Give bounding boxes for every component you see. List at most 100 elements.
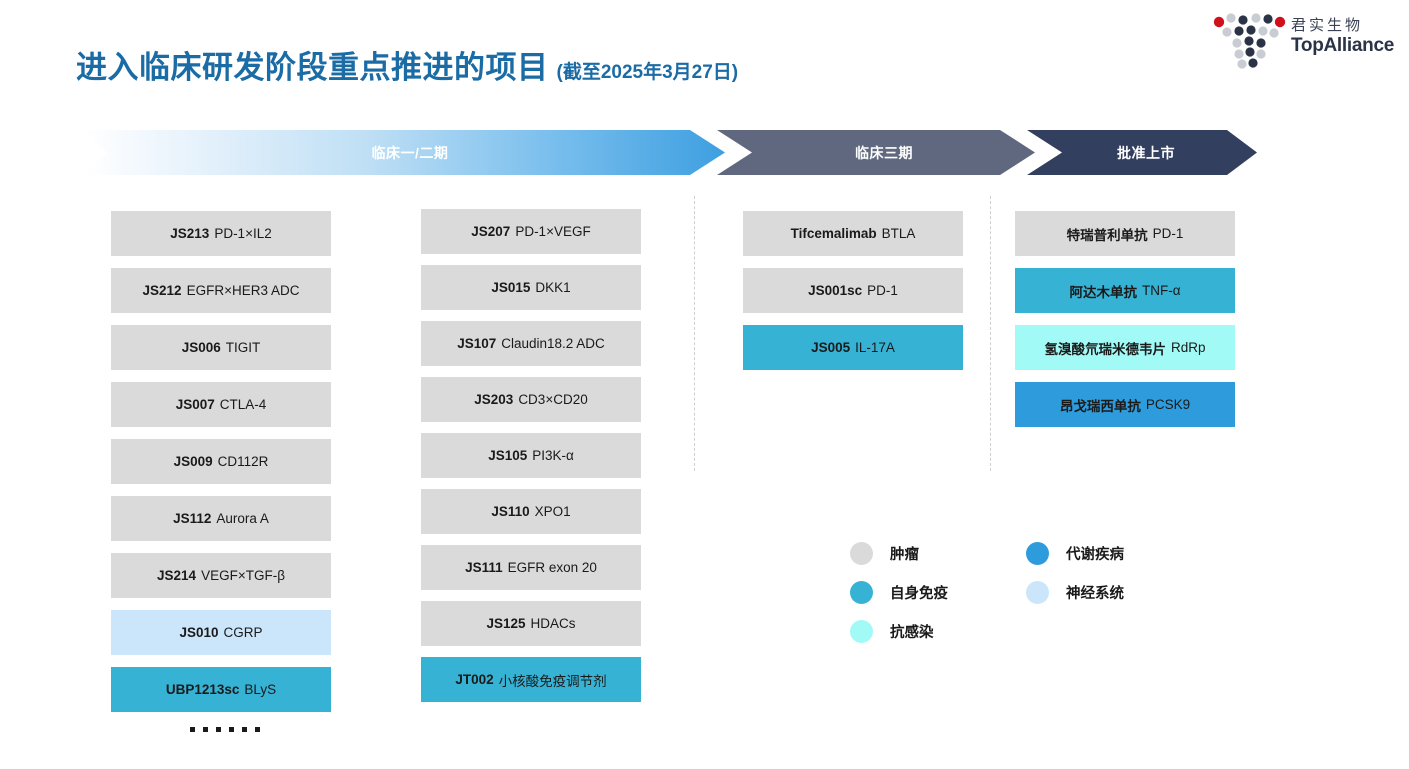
pipeline-card-target: DKK1 [535, 280, 571, 295]
legend-swatch-tumor [850, 542, 873, 565]
pipeline-card-code: JS207 [471, 224, 511, 239]
page-title-main: 进入临床研发阶段重点推进的项目 [76, 50, 549, 85]
column-divider-phase3-approved [990, 196, 991, 471]
pipeline-column-4: 特瑞普利单抗 PD-1 阿达木单抗 TNF-α 氢溴酸氘瑞米德韦片 RdRp 昂戈瑞西单抗 P… [1015, 211, 1235, 439]
pipeline-card-target: PCSK9 [1145, 397, 1191, 412]
pipeline-card-target: IL-17A [855, 340, 895, 355]
pipeline-card-code: JS111 [465, 560, 503, 575]
pipeline-card[interactable]: JS005 IL-17A [743, 325, 963, 370]
ellipsis-dot [203, 727, 208, 732]
phase-label-clinical-3: 临床三期 [855, 144, 913, 161]
pipeline-card[interactable]: 阿达木单抗 TNF-α [1015, 268, 1235, 313]
pipeline-card-code: JS203 [474, 392, 514, 407]
pipeline-card[interactable]: UBP1213sc BLyS [111, 667, 331, 712]
pipeline-card-code: JS009 [173, 454, 213, 469]
pipeline-card-target: Aurora A [216, 511, 269, 526]
more-items-ellipsis [190, 727, 260, 732]
legend-item-infection: 抗感染 [850, 612, 1026, 651]
pipeline-card-target: PD-1×VEGF [515, 224, 591, 239]
pipeline-card-code: 氢溴酸氘瑞米德韦片 [1044, 341, 1166, 357]
pipeline-card[interactable]: JS015 DKK1 [421, 265, 641, 310]
pipeline-card-code: JS007 [175, 397, 215, 412]
legend-item-tumor: 肿瘤 [850, 534, 1026, 573]
legend-item-metabolic: 代谢疾病 [1026, 534, 1202, 573]
legend-item-autoimmune: 自身免疫 [850, 573, 1026, 612]
pipeline-card-code: UBP1213sc [165, 682, 240, 697]
pipeline-card-target: PI3K-α [532, 448, 574, 463]
pipeline-card-code: JS105 [488, 448, 528, 463]
pipeline-card-code: JS107 [457, 336, 497, 351]
legend-item-neuro: 神经系统 [1026, 573, 1202, 612]
legend-label-tumor: 肿瘤 [890, 547, 919, 563]
pipeline-card-target: CD112R [217, 454, 269, 469]
pipeline-card-code: 特瑞普利单抗 [1066, 227, 1148, 243]
phase-label-clinical-1-2: 临床一/二期 [371, 144, 449, 161]
pipeline-card[interactable]: Tifcemalimab BTLA [743, 211, 963, 256]
page-title-date: (截至2025年3月27日) [556, 62, 739, 83]
pipeline-card[interactable]: 特瑞普利单抗 PD-1 [1015, 211, 1235, 256]
pipeline-card-code: JS213 [170, 226, 210, 241]
pipeline-card-target: RdRp [1170, 340, 1206, 355]
pipeline-card[interactable]: 昂戈瑞西单抗 PCSK9 [1015, 382, 1235, 427]
phase-label-approved: 批准上市 [1117, 144, 1175, 161]
pipeline-card[interactable]: JS006 TIGIT [111, 325, 331, 370]
legend-label-metabolic: 代谢疾病 [1066, 547, 1124, 563]
pipeline-card-code: JS001sc [808, 283, 863, 298]
pipeline-card[interactable]: JS212 EGFR×HER3 ADC [111, 268, 331, 313]
phase-chevron-clinical-1-2[interactable]: 临床一/二期 [85, 130, 725, 175]
pipeline-card-code: JS110 [491, 504, 530, 519]
pipeline-card-code: 昂戈瑞西单抗 [1059, 398, 1141, 414]
pipeline-card-target: HDACs [530, 616, 576, 631]
pipeline-card-code: JS006 [181, 340, 221, 355]
pipeline-card-code: JS005 [811, 340, 851, 355]
phase-chevron-approved[interactable]: 批准上市 [1027, 130, 1257, 175]
ellipsis-dot [190, 727, 195, 732]
pipeline-card-target: TIGIT [225, 340, 261, 355]
pipeline-card[interactable]: JS110 XPO1 [421, 489, 641, 534]
pipeline-card-target: EGFR×HER3 ADC [186, 283, 300, 298]
legend: 肿瘤代谢疾病自身免疫神经系统抗感染 [850, 534, 1170, 651]
pipeline-card-target: PD-1 [1152, 226, 1184, 241]
pipeline-card[interactable]: JS207 PD-1×VEGF [421, 209, 641, 254]
pipeline-card-code: Tifcemalimab [790, 226, 877, 241]
pipeline-card-code: JS015 [491, 280, 531, 295]
pipeline-card-target: EGFR exon 20 [507, 560, 597, 575]
pipeline-card[interactable]: JS112 Aurora A [111, 496, 331, 541]
pipeline-card[interactable]: JS203 CD3×CD20 [421, 377, 641, 422]
pipeline-card-target: TNF-α [1141, 283, 1181, 298]
pipeline-card-target: XPO1 [534, 504, 571, 519]
column-divider-phase1-phase3 [694, 196, 695, 471]
pipeline-card-code: JS212 [142, 283, 182, 298]
pipeline-card-target: 小核酸免疫调节剂 [498, 673, 607, 689]
pipeline-card[interactable]: JS009 CD112R [111, 439, 331, 484]
page-title: 进入临床研发阶段重点推进的项目 (截至2025年3月27日) [76, 42, 738, 87]
logo-wordmark: 君实生物 TopAlliance [1291, 16, 1394, 57]
legend-swatch-neuro [1026, 581, 1049, 604]
pipeline-card-target: BLyS [244, 682, 277, 697]
pipeline-card-target: CD3×CD20 [518, 392, 588, 407]
legend-swatch-infection [850, 620, 873, 643]
ellipsis-dot [255, 727, 260, 732]
pipeline-card-target: VEGF×TGF-β [201, 568, 285, 583]
legend-label-infection: 抗感染 [890, 625, 934, 641]
pipeline-card-target: BTLA [881, 226, 916, 241]
legend-swatch-metabolic [1026, 542, 1049, 565]
company-logo: 君实生物 TopAlliance [1213, 10, 1394, 72]
pipeline-card-code: 阿达木单抗 [1069, 284, 1137, 300]
pipeline-card[interactable]: JS105 PI3K-α [421, 433, 641, 478]
phase-chevron-clinical-3[interactable]: 临床三期 [717, 130, 1035, 175]
pipeline-card-code: JS112 [173, 511, 212, 526]
pipeline-card-code: JS010 [179, 625, 219, 640]
pipeline-card[interactable]: 氢溴酸氘瑞米德韦片 RdRp [1015, 325, 1235, 370]
pipeline-card[interactable]: JS111 EGFR exon 20 [421, 545, 641, 590]
